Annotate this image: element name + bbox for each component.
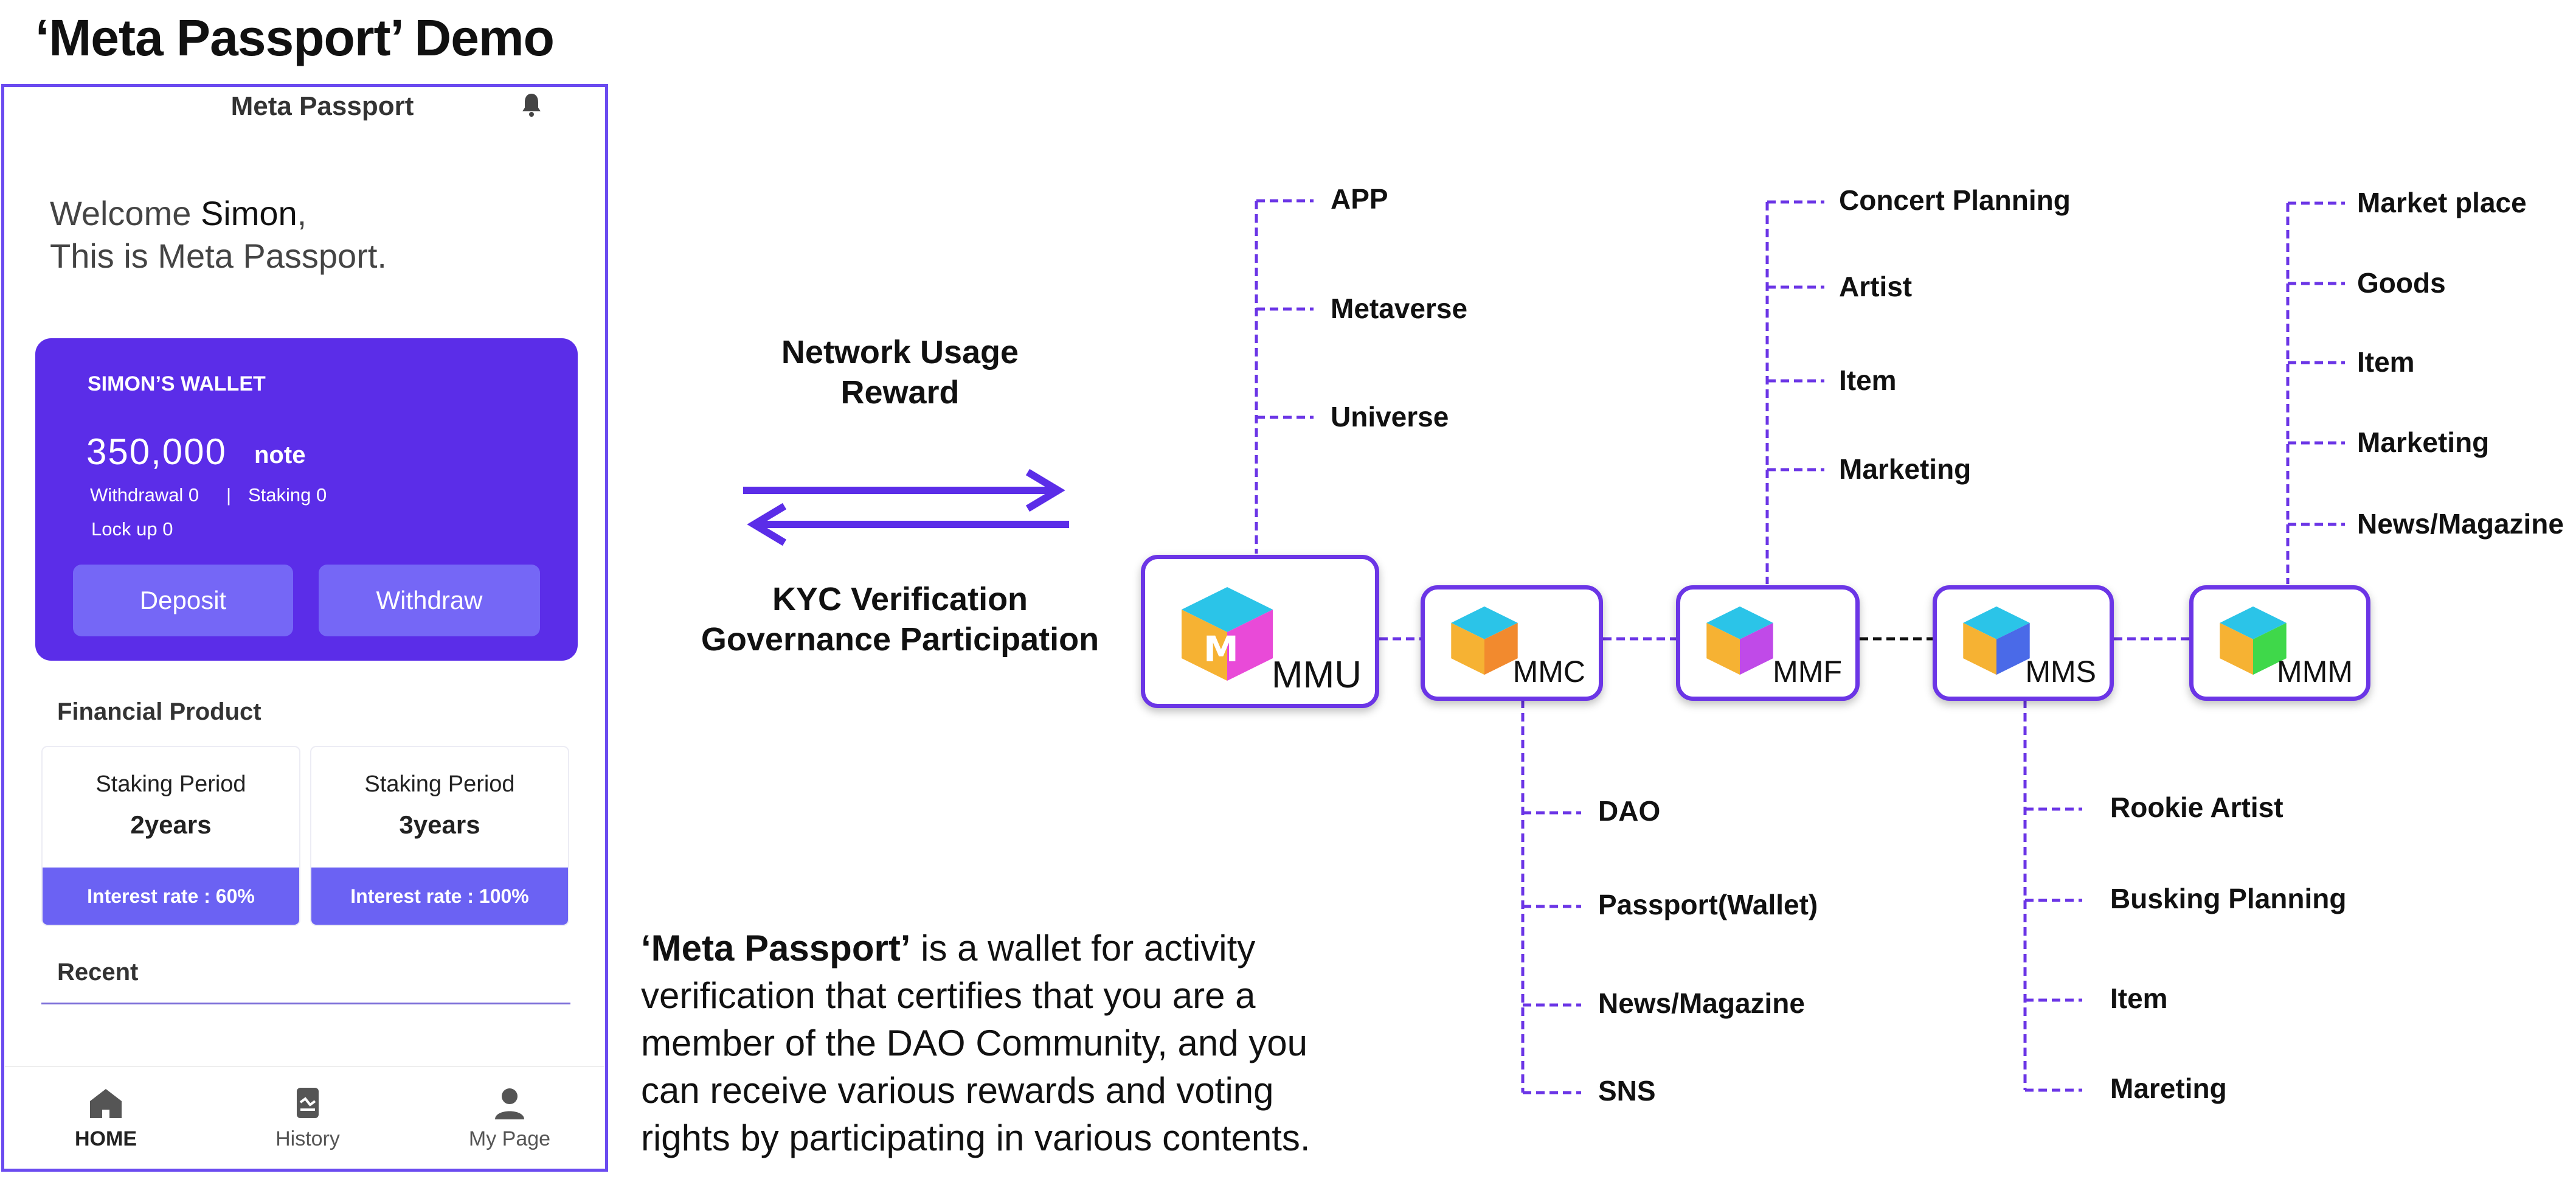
welcome-name: Simon	[200, 194, 297, 232]
node-mmf[interactable]: MMF	[1676, 585, 1860, 701]
network-reward-line1: Network Usage	[781, 334, 1019, 370]
node-mmm-label: MMM	[2277, 655, 2353, 689]
mmc-child: News/Magazine	[1598, 987, 1805, 1019]
financial-product-title: Financial Product	[57, 698, 261, 725]
withdraw-button[interactable]: Withdraw	[319, 565, 540, 636]
home-icon	[90, 1089, 122, 1118]
mmf-child: Item	[1839, 364, 1897, 396]
page-title: ‘Meta Passport’ Demo	[35, 9, 555, 66]
node-mmu[interactable]: M MMU	[1141, 555, 1379, 708]
node-mmf-label: MMF	[1773, 655, 1842, 689]
mmm-cube-icon	[2220, 606, 2287, 675]
mms-child: Mareting	[2110, 1073, 2227, 1104]
node-mms-label: MMS	[2025, 655, 2096, 689]
welcome-message: Welcome Simon, This is Meta Passport.	[50, 192, 387, 277]
mmf-child: Concert Planning	[1839, 184, 2071, 216]
nav-home[interactable]: HOME	[33, 1087, 179, 1151]
user-icon	[495, 1088, 524, 1119]
recent-title: Recent	[57, 959, 139, 986]
nav-history[interactable]: History	[235, 1087, 381, 1151]
welcome-line2: This is Meta Passport.	[50, 237, 387, 275]
welcome-suffix: ,	[297, 194, 307, 232]
nav-home-label: HOME	[75, 1127, 137, 1150]
welcome-prefix: Welcome	[50, 194, 201, 232]
wallet-staking: Staking 0	[248, 484, 327, 506]
mmf-child: Artist	[1839, 271, 1913, 302]
bell-icon[interactable]	[521, 91, 542, 118]
mmm-child: Market place	[2357, 187, 2527, 218]
mmf-cube-icon	[1706, 606, 1773, 675]
svg-text:M: M	[1203, 628, 1239, 670]
kyc-line2: Governance Participation	[701, 621, 1099, 658]
mmm-child: News/Magazine	[2357, 508, 2564, 540]
staking-period-label: Staking Period	[364, 771, 515, 797]
node-mmc-label: MMC	[1512, 655, 1585, 689]
description-rest: is a wallet for activity verification th…	[641, 928, 1311, 1158]
mmu-child: Metaverse	[1331, 293, 1468, 324]
mmf-child: Marketing	[1839, 453, 1972, 485]
staking-period-value: 2years	[130, 810, 212, 839]
description-bold: ‘Meta Passport’	[641, 928, 911, 969]
kyc-line1: KYC Verification	[772, 581, 1028, 617]
exchange-arrows	[743, 468, 1069, 546]
recent-divider	[41, 1003, 570, 1004]
staking-period-label: Staking Period	[95, 771, 246, 797]
wallet-separator: |	[226, 484, 232, 506]
node-mmu-label: MMU	[1271, 654, 1362, 696]
mmc-child: SNS	[1598, 1075, 1656, 1107]
wallet-balance: 350,000	[86, 431, 227, 472]
mms-cube-icon	[1963, 606, 2030, 675]
app-title: Meta Passport	[230, 91, 414, 121]
mmu-child: APP	[1331, 183, 1388, 215]
wallet-withdrawal: Withdrawal 0	[90, 484, 199, 506]
document-icon	[297, 1088, 319, 1118]
wallet-lockup: Lock up 0	[91, 518, 173, 540]
nav-mypage-label: My Page	[468, 1127, 551, 1150]
interest-rate-bar: Interest rate : 100%	[311, 868, 568, 925]
network-reward-line2: Reward	[840, 374, 960, 411]
node-mmm[interactable]: MMM	[2189, 585, 2370, 701]
network-reward-label: Network Usage Reward	[669, 332, 1131, 412]
mms-child: Rookie Artist	[2110, 791, 2283, 823]
mmc-child: Passport(Wallet)	[1598, 889, 1818, 920]
wallet-title: SIMON’S WALLET	[88, 372, 266, 395]
mmu-cube-icon: M	[1182, 587, 1273, 681]
mmm-child: Goods	[2357, 267, 2446, 299]
staking-product-card[interactable]: Staking Period 2years Interest rate : 60…	[41, 746, 300, 926]
bottom-nav-divider	[5, 1066, 604, 1067]
deposit-button[interactable]: Deposit	[73, 565, 293, 636]
mmm-child: Item	[2357, 346, 2415, 378]
mmu-child: Universe	[1331, 401, 1449, 433]
staking-product-card[interactable]: Staking Period 3years Interest rate : 10…	[310, 746, 569, 926]
wallet-unit: note	[254, 442, 306, 468]
staking-period-value: 3years	[399, 810, 480, 839]
description-text: ‘Meta Passport’ is a wallet for activity…	[641, 925, 1359, 1162]
mmm-child: Marketing	[2357, 426, 2490, 458]
kyc-label: KYC Verification Governance Participatio…	[657, 579, 1143, 659]
mmc-cube-icon	[1451, 606, 1518, 675]
interest-rate-bar: Interest rate : 60%	[43, 868, 299, 925]
mms-child: Item	[2110, 982, 2168, 1014]
mmc-child: DAO	[1598, 795, 1661, 827]
node-mms[interactable]: MMS	[1933, 585, 2114, 701]
nav-history-label: History	[275, 1127, 340, 1150]
node-mmc[interactable]: MMC	[1421, 585, 1603, 701]
nav-mypage[interactable]: My Page	[437, 1087, 583, 1151]
mms-child: Busking Planning	[2110, 883, 2347, 914]
